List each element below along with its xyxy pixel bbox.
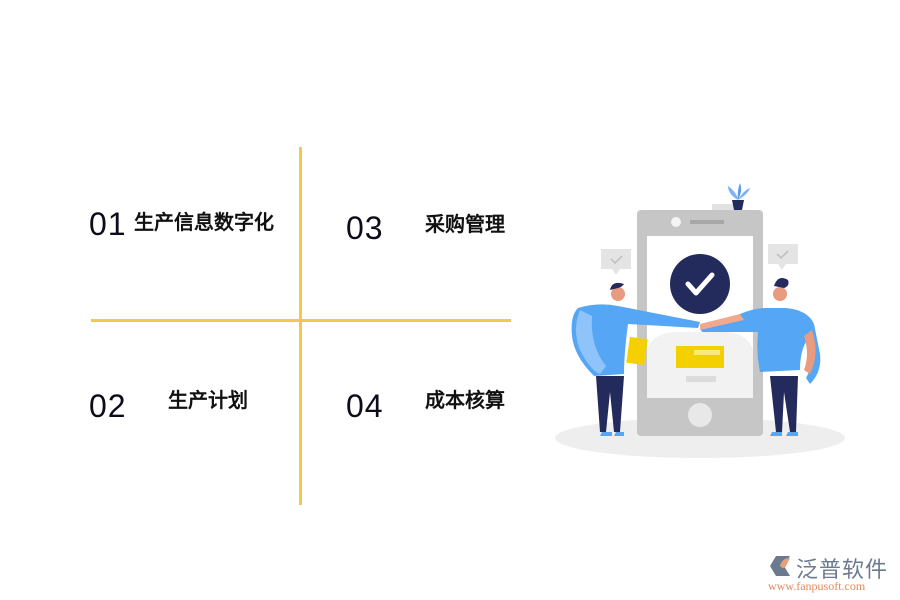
item-label-cost-accounting: 成本核算 [425,388,505,412]
teamwork-illustration [555,183,845,458]
horizontal-divider [91,319,511,322]
item-number-03: 03 [346,210,384,246]
item-label-production-digitalization: 生产信息数字化 [134,210,274,234]
vertical-divider [299,147,302,505]
logo-url: www.fanpusoft.com [768,579,866,593]
item-number-02: 02 [89,388,127,424]
person-left [571,282,700,436]
fanpu-logo[interactable]: 泛普软件 www.fanpusoft.com [768,552,896,596]
fanpu-logo-icon [770,556,790,576]
check-bubble-icon [601,244,798,275]
item-label-procurement: 采购管理 [425,212,505,236]
item-label-production-plan: 生产计划 [168,388,248,412]
item-number-01: 01 [89,206,127,242]
person-right [700,278,821,436]
item-number-04: 04 [346,388,384,424]
plant-icon [712,183,750,210]
logo-title: 泛普软件 [796,558,889,583]
check-circle-icon [670,254,730,314]
